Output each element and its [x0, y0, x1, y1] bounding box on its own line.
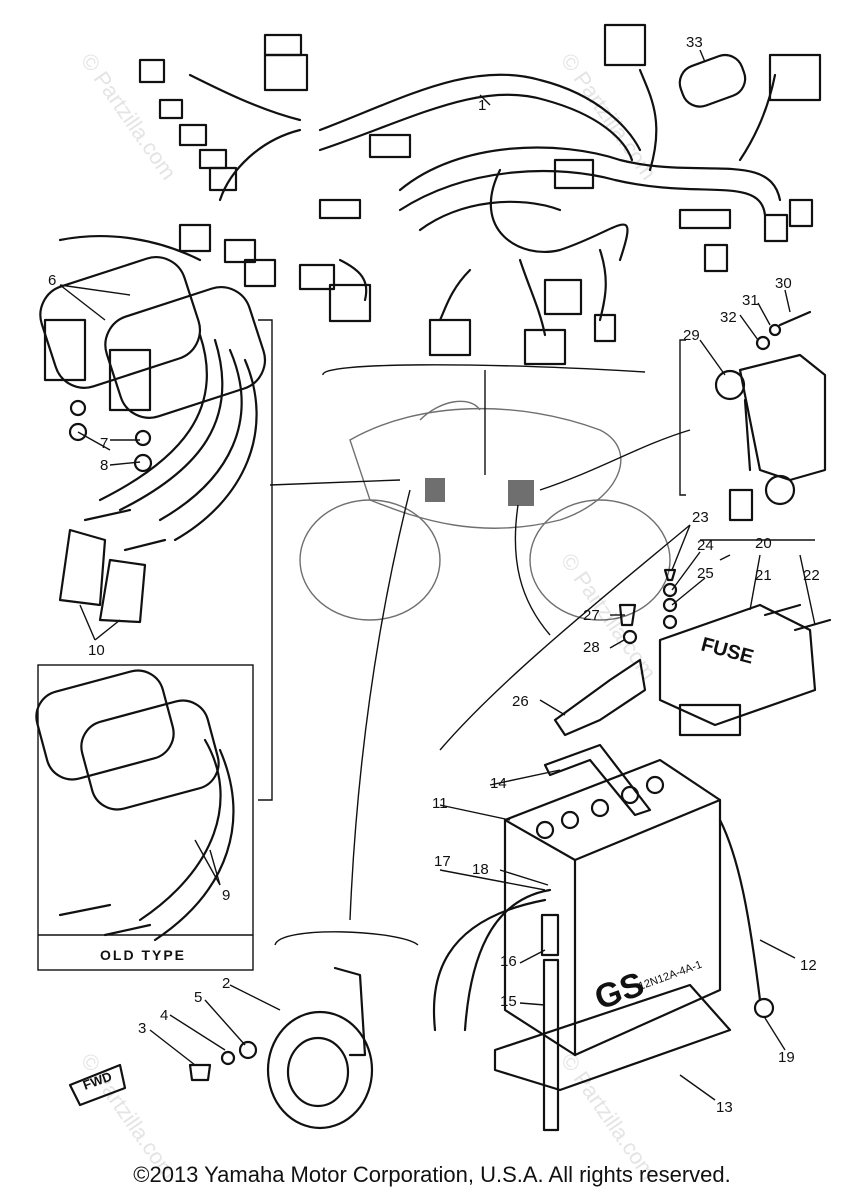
motorcycle-outline: [299, 400, 671, 621]
callout-30: 30: [775, 275, 792, 292]
copyright-notice: ©2013 Yamaha Motor Corporation, U.S.A. A…: [133, 1162, 731, 1187]
callout-1: 1: [478, 97, 486, 114]
callout-23: 23: [692, 509, 709, 526]
fuse-label: FUSE: [699, 634, 756, 669]
callout-8: 8: [100, 457, 108, 474]
spark-plug-caps: [58, 508, 167, 624]
callout-32: 32: [720, 309, 737, 326]
bracket: [553, 603, 647, 737]
inset-label: OLD TYPE: [100, 947, 186, 963]
callout-2: 2: [222, 975, 230, 992]
callout-17: 17: [434, 853, 451, 870]
callout-26: 26: [512, 693, 529, 710]
callout-31: 31: [742, 292, 759, 309]
relay-assembly: [714, 310, 827, 522]
bracket-line: [258, 319, 273, 801]
callout-9: 9: [222, 887, 230, 904]
wire-harness: [138, 23, 822, 366]
battery: GS 12N12A-4A-1: [432, 743, 775, 1132]
callout-29: 29: [683, 327, 700, 344]
ignition-coils: [39, 235, 267, 542]
callout-12: 12: [800, 957, 817, 974]
callout-6: 6: [48, 272, 56, 289]
callout-19: 19: [778, 1049, 795, 1066]
callout-4: 4: [160, 1007, 168, 1024]
callout-labels: 1 2 3 4 5 6 7 8 9 10 11 12 13 14 15 16 1…: [48, 34, 820, 1116]
leader-lines: [59, 49, 816, 1101]
callout-14: 14: [490, 775, 507, 792]
callout-11: 11: [432, 795, 448, 812]
callout-20: 20: [755, 535, 772, 552]
callout-13: 13: [716, 1099, 733, 1116]
callout-18: 18: [472, 861, 489, 878]
callout-27: 27: [583, 607, 600, 624]
callout-25: 25: [697, 565, 714, 582]
callout-3: 3: [138, 1020, 146, 1037]
callout-5: 5: [194, 989, 202, 1006]
old-type-inset: OLD TYPE: [35, 664, 254, 971]
callout-24: 24: [697, 537, 714, 554]
callout-33: 33: [686, 34, 703, 51]
watermark: © Partzilla.com: [556, 549, 662, 685]
callout-22: 22: [803, 567, 820, 584]
pointer-lines: [269, 339, 691, 946]
callout-10: 10: [88, 642, 105, 659]
callout-15: 15: [500, 993, 517, 1010]
callout-7: 7: [100, 435, 108, 452]
callout-21: 21: [755, 567, 772, 584]
callout-28: 28: [583, 639, 600, 656]
condenser: [678, 53, 747, 108]
callout-16: 16: [500, 953, 517, 970]
watermark: © Partzilla.com: [76, 49, 182, 185]
horn: [188, 966, 374, 1130]
